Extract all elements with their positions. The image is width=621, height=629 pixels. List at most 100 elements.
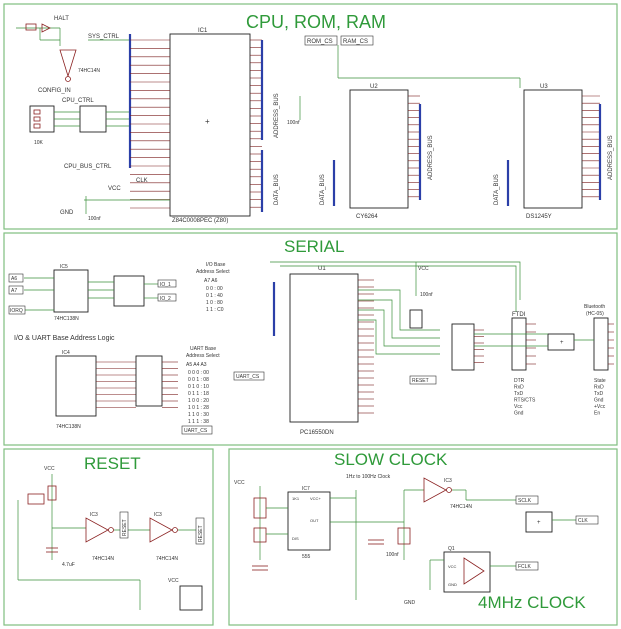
uart-table-row: 1 1 1 : 38: [188, 419, 209, 425]
clock-inverter: [423, 477, 447, 503]
reset-section-title: RESET: [84, 454, 141, 473]
io-decoder-chip: IC5 74HC138N A6 A7 IORQ: [8, 264, 89, 322]
svg-text:+: +: [560, 340, 564, 346]
rom-ref: U3: [540, 84, 548, 90]
halt-inverter-part: 74HC14N: [78, 68, 100, 74]
uart-table-row: 1 0 1 : 28: [188, 405, 209, 411]
uart-reset-label: RESET: [412, 378, 429, 384]
rom-address-bus-label: ADDRESS_BUS: [608, 135, 614, 180]
cpu-ctrl-label: CPU_CTRL: [62, 98, 94, 104]
reset-inverter-2-part: 74HC14N: [156, 556, 178, 562]
bluetooth-pin-name: +Vcc: [594, 404, 606, 410]
ftdi-pin-name: Vcc: [514, 404, 523, 410]
ram-address-bus-label: ADDRESS_BUS: [428, 135, 434, 180]
reset-inverter-2-ref: IC3: [154, 512, 162, 518]
svg-text:SCLK: SCLK: [518, 498, 532, 504]
clock-out-label: CLK: [578, 518, 588, 524]
rom-cs-label: ROM_CS: [307, 39, 333, 45]
io-table-header: A7 A6: [204, 278, 218, 284]
serial-header: [451, 323, 484, 371]
uart-base-table: UART Base Address Select A5 A4 A3 0 0 0 …: [186, 346, 220, 425]
sys-ctrl-label: SYS_CTRL: [88, 34, 120, 40]
uart-ref: U1: [318, 266, 326, 272]
svg-text:+: +: [205, 117, 210, 126]
io-base-table: I/O Base Address Select A7 A6 0 0 : 000 …: [196, 262, 230, 313]
cpu-section-frame: [3, 3, 618, 230]
halt-led-circuit: HALT 74HC14N: [16, 16, 100, 82]
cpu-chip: IC1 Z84C0008PEC (Z80) +: [130, 28, 262, 224]
uart-table-row: 0 0 1 : 08: [188, 377, 209, 383]
io-table-row: 0 1 : 40: [206, 293, 223, 299]
ftdi-pin-name: Gnd: [514, 411, 524, 417]
uart-table-header: A5 A4 A3: [186, 362, 207, 368]
timer-ref: IC7: [302, 486, 310, 492]
svg-text:1K1: 1K1: [292, 496, 300, 501]
timer-part: 555: [302, 554, 311, 560]
clock-section-frame: [228, 448, 618, 626]
uart-chip: U1 PC16550DN: [289, 266, 374, 436]
bluetooth-pin-name: RxD: [594, 385, 604, 391]
ftdi-pin-name: DTR: [514, 378, 525, 384]
cpu-clk-label: CLK: [136, 178, 148, 184]
svg-text:FCLK: FCLK: [518, 564, 531, 570]
serial-section-frame: [3, 232, 618, 446]
uart-decoder-part: 74HC138N: [56, 424, 81, 430]
clock-select-jumper: [525, 511, 553, 533]
uart-table-row: 1 1 0 : 30: [188, 412, 209, 418]
oscillator-ref: Q1: [448, 546, 455, 552]
cpu-gnd-label: GND: [60, 210, 74, 216]
svg-text:10K: 10K: [34, 140, 44, 146]
timer-chip: [287, 491, 331, 551]
svg-text:4.7uF: 4.7uF: [62, 562, 75, 568]
slow-clock-caption: 1Hz to 100Hz Clock: [346, 474, 391, 480]
fast-clock-title: 4MHz CLOCK: [478, 593, 586, 612]
serial-cap-label: 100nf: [420, 292, 433, 298]
clock-inverter-part: 74HC14N: [450, 504, 472, 510]
halt-inverter: [59, 49, 77, 78]
clock-vcc-label: VCC: [234, 480, 245, 486]
uart-decoder-ref: IC4: [62, 350, 70, 356]
io-table-row: 1 1 : C0: [206, 307, 224, 313]
uart-decoder-chip: IC4 74HC138N: [55, 350, 136, 430]
svg-text:VCC+: VCC+: [310, 496, 321, 501]
svg-text:A6: A6: [11, 276, 17, 282]
svg-text:IORQ: IORQ: [10, 308, 23, 314]
cpu-section-title: CPU, ROM, RAM: [246, 12, 386, 32]
svg-text:GND: GND: [448, 582, 457, 587]
io-decoder-part: 74HC138N: [54, 316, 79, 322]
cpu-data-bus-label: DATA_BUS: [274, 174, 280, 205]
io-logic-title: I/O & UART Base Address Logic: [14, 335, 115, 342]
ram-cs-label: RAM_CS: [343, 39, 368, 45]
ftdi-label: FTDI: [512, 312, 526, 318]
ftdi-pin-name: TxD: [514, 391, 524, 397]
uart-table-row: 1 0 0 : 20: [188, 398, 209, 404]
io-table-row: 1 0 : 80: [206, 300, 223, 306]
halt-label: HALT: [54, 16, 69, 22]
bluetooth-label: Bluetooth (HC-05): [584, 304, 607, 317]
ftdi-connector: FTDI: [511, 312, 536, 371]
bluetooth-connector: Bluetooth (HC-05): [584, 304, 614, 371]
ram-data-bus-label: DATA_BUS: [320, 174, 326, 205]
svg-text:VCC: VCC: [448, 564, 457, 569]
io-table-row: 0 0 : 00: [206, 286, 223, 292]
bluetooth-pin-name: En: [594, 411, 600, 417]
svg-text:DIS: DIS: [292, 536, 299, 541]
ftdi-pin-name: RxD: [514, 385, 524, 391]
serial-vcc-label: VCC: [418, 266, 429, 272]
bluetooth-pin-name: State: [594, 378, 606, 384]
reset-inverter-1-part: 74HC14N: [92, 556, 114, 562]
fast-clock-circuit: Q1 VCC GND FCLK GND: [404, 546, 539, 606]
serial-section-title: SERIAL: [284, 237, 344, 256]
ftdi-pin-name: RTS/CTS: [514, 398, 536, 404]
cpu-ref: IC1: [198, 28, 208, 34]
io-dip-switch: IO_1 IO_2: [88, 275, 177, 307]
slow-clock-title: SLOW CLOCK: [334, 450, 448, 469]
fast-gnd-label: GND: [404, 600, 416, 606]
reset-inverter-2: [149, 517, 173, 543]
svg-text:IO_2: IO_2: [160, 296, 171, 302]
cpu-cap-label: 100nf: [88, 216, 101, 222]
reset-inverter-1-ref: IC3: [90, 512, 98, 518]
cpu-address-bus-label: ADDRESS_BUS: [274, 93, 280, 138]
rom-data-bus-label: DATA_BUS: [494, 174, 500, 205]
config-in-label: CONFIG_IN: [38, 88, 71, 94]
